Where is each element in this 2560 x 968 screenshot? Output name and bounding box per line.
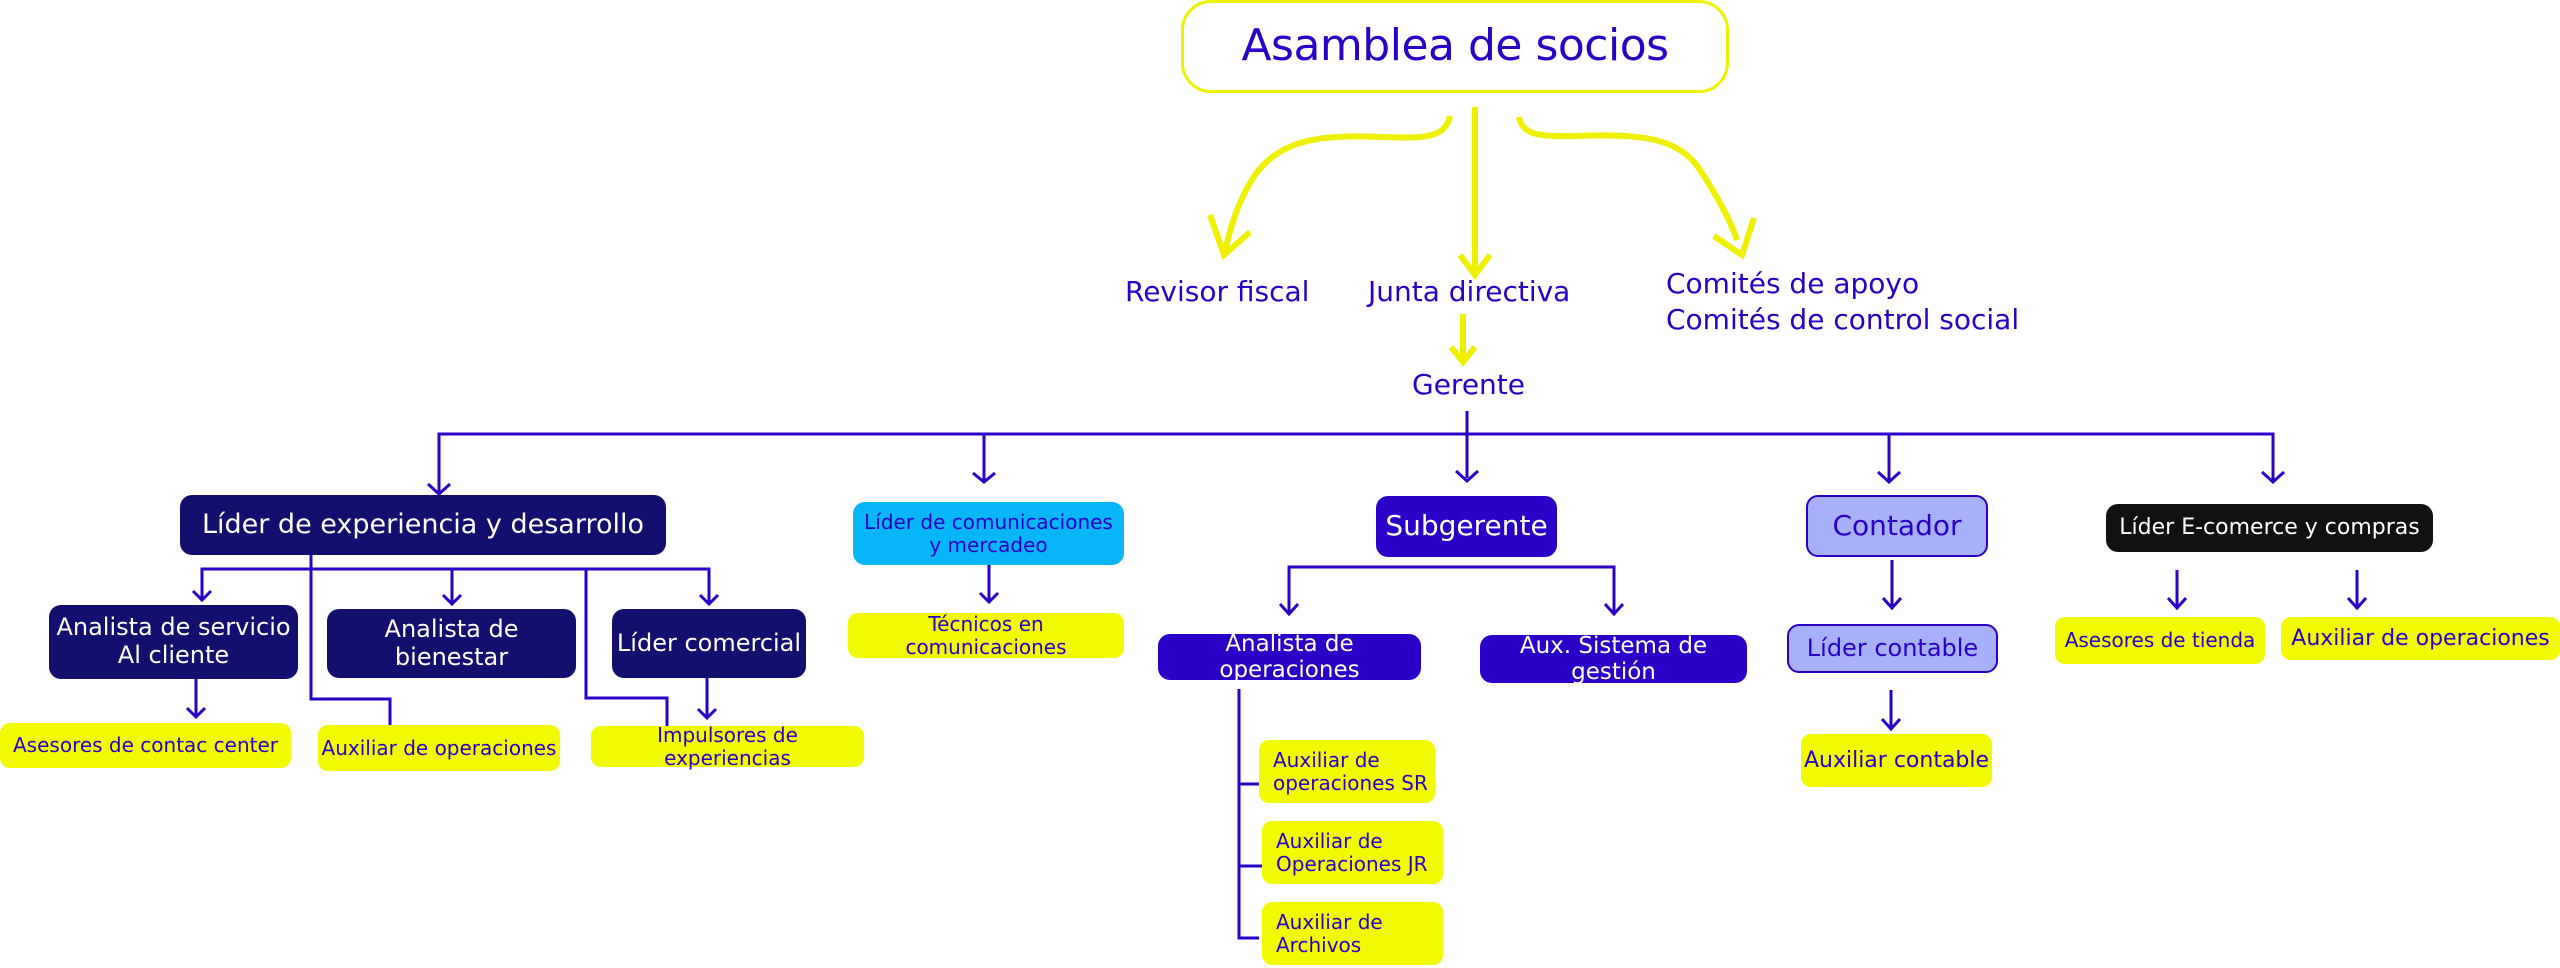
node-auxiliar-contable: Auxiliar contable: [1801, 734, 1992, 787]
node-tecnicos-comunicaciones: Técnicos en comunicaciones: [848, 611, 1124, 659]
node-label: Gerente: [1412, 368, 1525, 401]
node-label: Aux. Sistema de gestión: [1519, 632, 1708, 685]
node-label-line: Auxiliar de: [1273, 747, 1380, 772]
node-analista-operaciones: Analista de operaciones: [1158, 631, 1421, 683]
node-lider-ecommerce-compras: Líder E-comerce y compras: [2106, 504, 2433, 552]
node-label: Asesores de tienda: [2064, 628, 2256, 652]
node-label-comites-apoyo: Comités de apoyo: [1666, 267, 1920, 300]
node-label-line: Analista de servicio: [56, 613, 291, 642]
node-lider-comunicaciones-mercadeo: Líder de comunicaciones y mercadeo: [853, 502, 1124, 565]
node-auxiliar-archivos: Auxiliar de Archivos: [1262, 902, 1443, 965]
node-label: Líder comercial: [616, 628, 802, 657]
arrowhead-comites: [1712, 217, 1757, 260]
node-gerente: Gerente: [1412, 368, 1525, 401]
node-label-line: Operaciones JR: [1276, 851, 1428, 876]
node-label: Líder E-comerce y compras: [2119, 515, 2420, 541]
node-auxiliar-operaciones-ecommerce: Auxiliar de operaciones: [2281, 617, 2560, 660]
node-auxiliar-operaciones-jr: Auxiliar de Operaciones JR: [1262, 821, 1443, 884]
node-label: Revisor fiscal: [1125, 275, 1310, 308]
node-label: Líder contable: [1806, 633, 1979, 662]
node-comites: Comités de apoyo Comités de control soci…: [1666, 266, 2019, 338]
node-label: Auxiliar contable: [1803, 747, 1990, 773]
node-auxiliar-operaciones-experiencia: Auxiliar de operaciones: [318, 725, 560, 771]
node-label: Analista de operaciones: [1219, 630, 1360, 683]
node-label: Impulsores de experiencias: [657, 722, 798, 770]
node-asesores-contact-center: Asesores de contac center: [0, 723, 291, 768]
node-label: Junta directiva: [1368, 275, 1571, 308]
node-aux-sistema-gestion: Aux. Sistema de gestión: [1480, 632, 1747, 685]
arrowhead-gerente: [1448, 345, 1478, 367]
arrowhead-junta: [1457, 253, 1493, 280]
node-analista-servicio-cliente: Analista de servicio Al cliente: [49, 605, 298, 679]
arrowhead-revisor: [1207, 214, 1252, 261]
node-label: Líder de experiencia y desarrollo: [201, 509, 645, 541]
node-label: Analista de bienestar: [384, 614, 519, 671]
node-analista-bienestar: Analista de bienestar: [327, 609, 576, 678]
curve-to-comites: [1516, 116, 1740, 241]
node-label-line: Archivos: [1276, 932, 1362, 957]
node-label-line: Al cliente: [117, 641, 230, 669]
node-label: Contador: [1832, 508, 1962, 542]
node-contador: Contador: [1806, 495, 1988, 557]
top-connectors: [1207, 107, 1757, 367]
node-impulsores-experiencias: Impulsores de experiencias: [591, 722, 864, 770]
node-label: Asesores de contac center: [13, 733, 278, 757]
node-label: Auxiliar de operaciones: [321, 735, 557, 760]
node-label-line: operaciones SR: [1273, 770, 1428, 795]
node-label-line: Auxiliar de: [1276, 828, 1383, 853]
node-label-line: Auxiliar de: [1276, 909, 1383, 934]
node-asesores-tienda: Asesores de tienda: [2055, 617, 2265, 664]
node-auxiliar-operaciones-sr: Auxiliar de operaciones SR: [1259, 740, 1435, 803]
node-label: Técnicos en comunicaciones: [905, 611, 1067, 659]
curve-to-revisor: [1222, 115, 1453, 256]
node-junta-directiva: Junta directiva: [1368, 275, 1570, 308]
org-connectors: [185, 411, 2368, 940]
node-label-line: y mercadeo: [929, 532, 1048, 557]
node-lider-comercial: Líder comercial: [612, 609, 806, 678]
node-lider-contable: Líder contable: [1787, 624, 1998, 673]
node-asamblea-de-socios: Asamblea de socios: [1181, 0, 1729, 93]
node-label: Asamblea de socios: [1241, 20, 1669, 72]
node-label: Subgerente: [1385, 509, 1548, 543]
node-label-line: Líder de comunicaciones: [864, 509, 1113, 534]
node-subgerente: Subgerente: [1376, 496, 1557, 557]
node-lider-experiencia-desarrollo: Líder de experiencia y desarrollo: [180, 495, 666, 555]
node-label-comites-control-social: Comités de control social: [1666, 303, 2020, 336]
node-label: Auxiliar de operaciones: [2291, 625, 2550, 651]
node-revisor-fiscal: Revisor fiscal: [1125, 275, 1309, 308]
